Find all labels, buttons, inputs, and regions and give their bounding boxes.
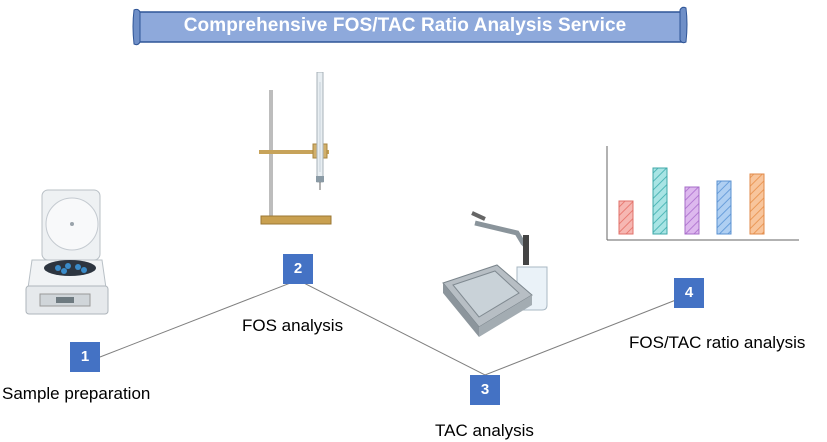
step-2-badge: 2 xyxy=(283,254,313,284)
step-4-badge: 4 xyxy=(674,278,704,308)
step-4-label: FOS/TAC ratio analysis xyxy=(629,333,806,352)
ph-meter-icon xyxy=(442,211,548,337)
page-title: Comprehensive FOS/TAC Ratio Analysis Ser… xyxy=(183,15,627,36)
step-3-label: TAC analysis xyxy=(435,421,534,440)
step-1-label: Sample preparation xyxy=(2,384,151,403)
centrifuge-icon xyxy=(25,189,109,315)
titration-stand-icon xyxy=(259,72,332,225)
step-3-badge: 3 xyxy=(470,375,500,405)
bar-chart-icon xyxy=(606,146,799,241)
step-1-badge: 1 xyxy=(70,342,100,372)
step-2-label: FOS analysis xyxy=(242,316,344,335)
title-banner xyxy=(132,6,688,46)
